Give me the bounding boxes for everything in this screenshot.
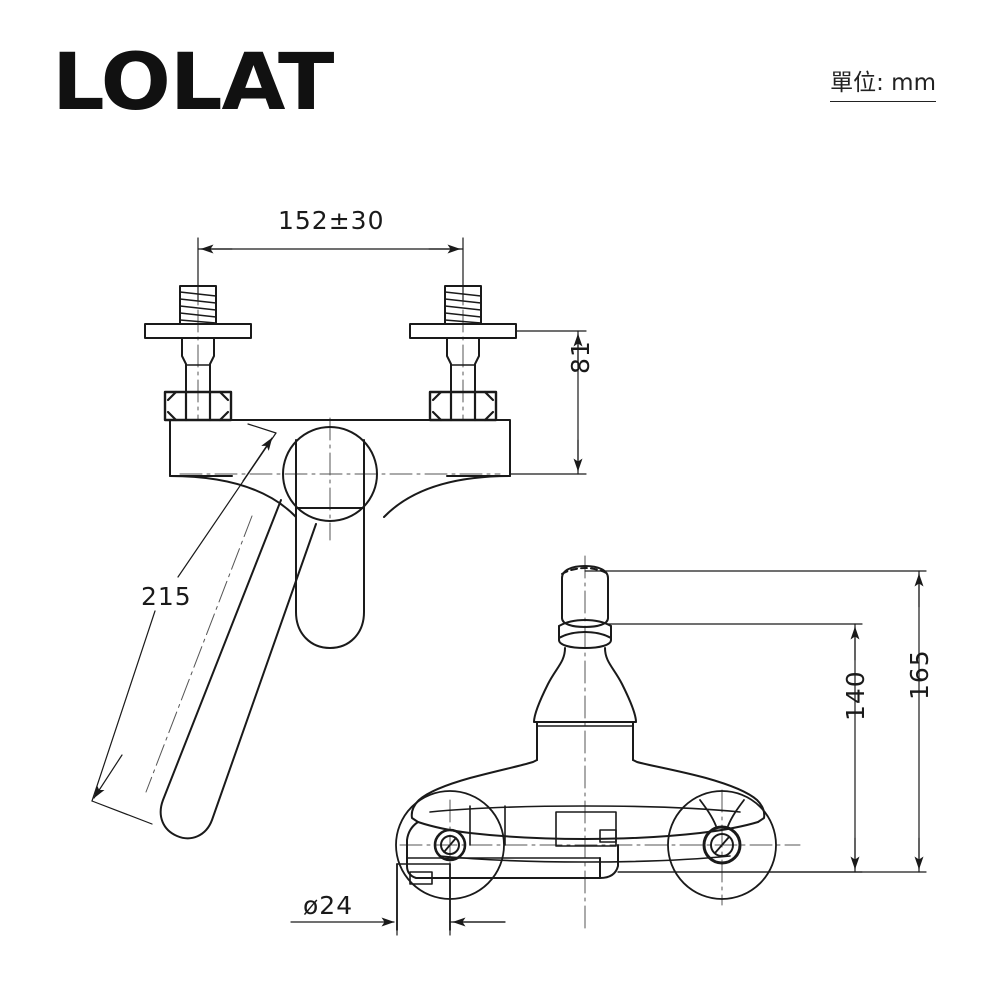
thread-hatch-left — [179, 291, 217, 324]
front-view-geometry — [144, 239, 517, 840]
front-view-spout — [145, 499, 317, 840]
dimension-label-outlet-height: 140 — [841, 670, 870, 721]
dimension-152 — [197, 237, 464, 301]
side-view-neck — [533, 647, 637, 761]
brand-logo: LOLAT — [52, 38, 334, 128]
left-inlet-assembly — [144, 285, 252, 422]
dimension-label-overall-height: 165 — [905, 649, 934, 700]
dimension-label-outlet-diameter: ø24 — [303, 891, 354, 920]
side-view-geometry — [395, 555, 801, 931]
side-view-wall-flanges — [395, 790, 777, 900]
dimension-81 — [509, 330, 587, 475]
thread-hatch-right — [444, 291, 482, 324]
dimension-165 — [584, 570, 927, 873]
dimension-215 — [91, 423, 277, 825]
dimension-d24 — [290, 879, 506, 936]
front-view-lever-handle — [282, 426, 378, 649]
dimension-label-inlet-spacing: 152±30 — [278, 206, 385, 235]
unit-note: 單位: mm — [830, 68, 936, 102]
dimension-label-inlet-height: 81 — [566, 340, 595, 374]
dimension-label-spout-length: 215 — [141, 582, 192, 611]
front-view-body-block — [169, 419, 511, 518]
side-view-internal-detail — [469, 805, 617, 847]
